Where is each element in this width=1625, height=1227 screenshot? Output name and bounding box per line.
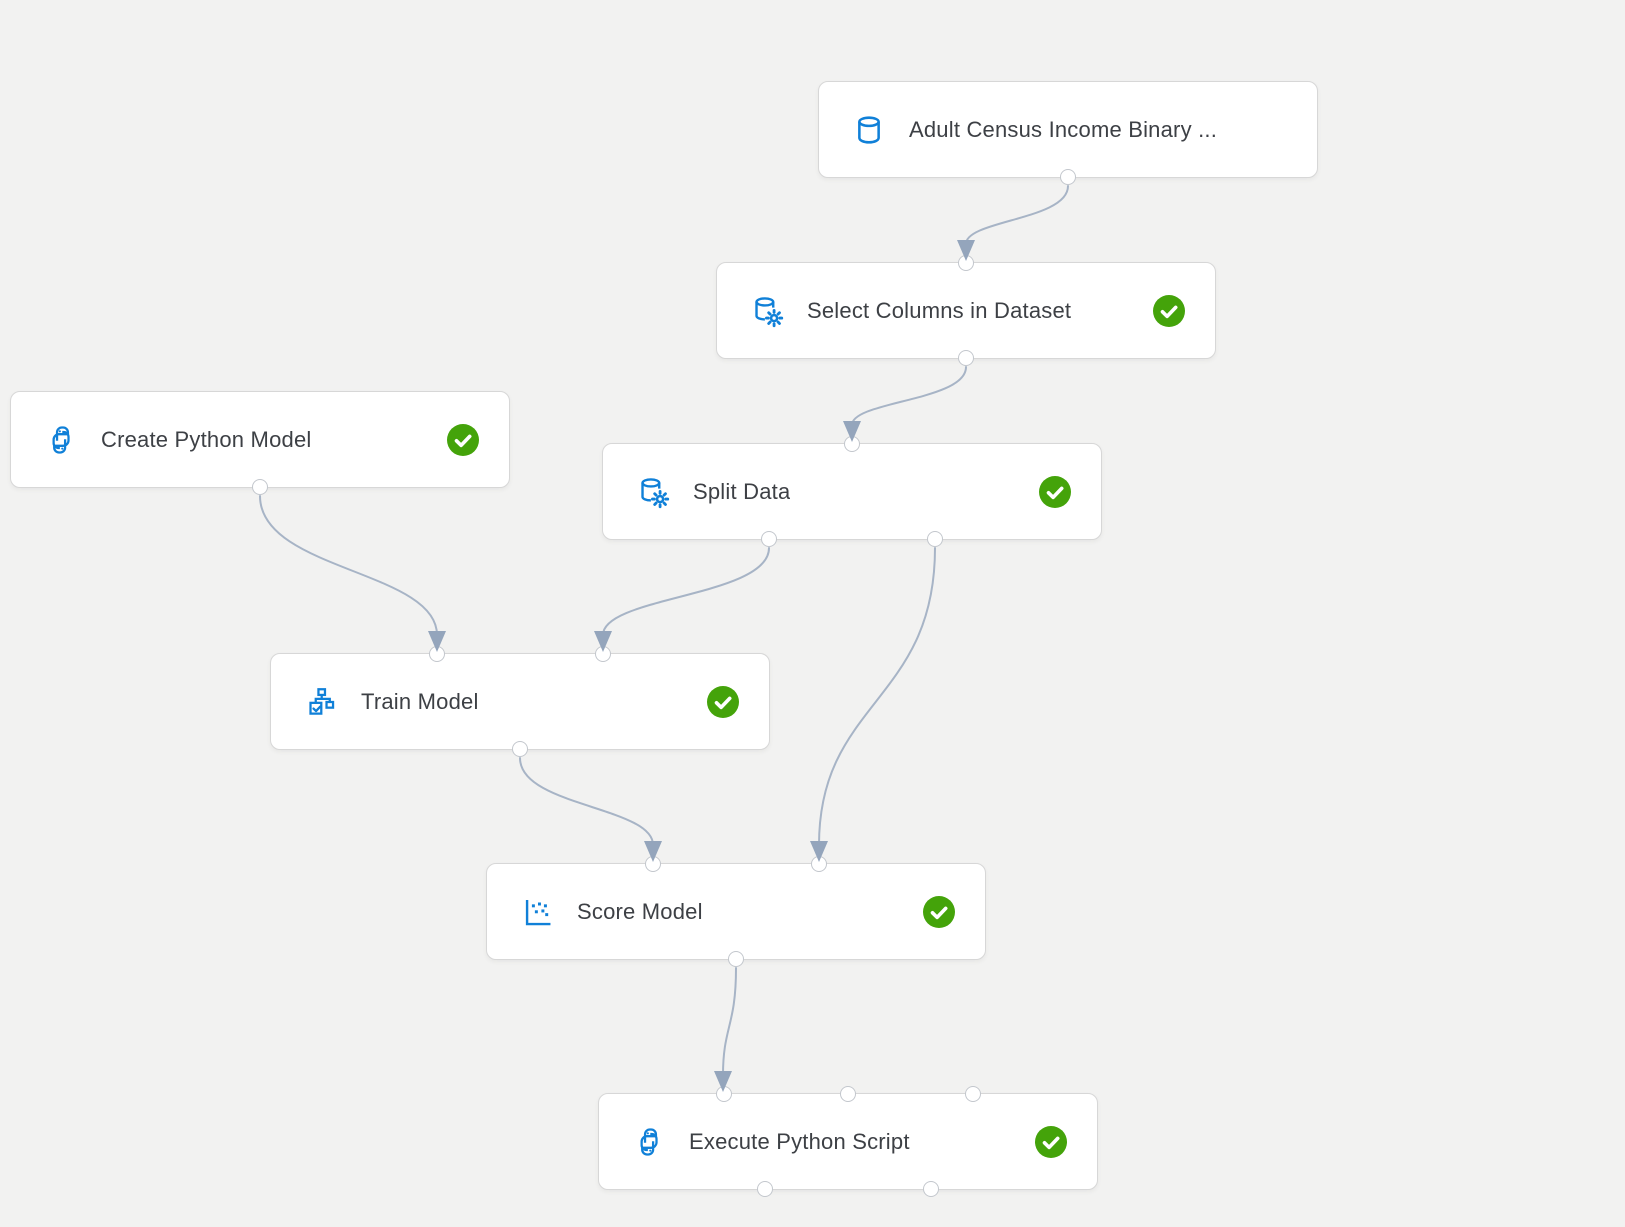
node-label: Select Columns in Dataset (807, 297, 1072, 323)
edge-connector[interactable] (851, 366, 967, 426)
input-port-1[interactable] (428, 646, 445, 662)
node-label: Split Data (693, 478, 791, 504)
node-label: Train Model (361, 688, 479, 714)
edge-connector[interactable] (519, 757, 654, 846)
output-port[interactable] (958, 350, 974, 366)
input-port-1[interactable] (715, 1086, 732, 1102)
node-split-data[interactable]: Split Data (602, 436, 1102, 547)
input-port-3[interactable] (964, 1086, 981, 1102)
output-port-1[interactable] (756, 1181, 773, 1197)
input-port-1[interactable] (644, 856, 661, 872)
edge-connector[interactable] (818, 547, 936, 846)
node-label: Create Python Model (101, 426, 312, 452)
edge-connector[interactable] (965, 185, 1069, 245)
status-success-icon (707, 685, 739, 718)
dataset-icon (852, 113, 886, 147)
node-label: Execute Python Script (689, 1128, 910, 1154)
dataset-gear-icon (636, 475, 670, 509)
node-create-python-model[interactable]: Create Python Model (10, 391, 510, 495)
status-success-icon (923, 895, 955, 928)
node-label: Adult Census Income Binary ... (909, 116, 1218, 142)
node-execute-python-script[interactable]: Execute Python Script (598, 1086, 1098, 1197)
status-success-icon (447, 423, 479, 456)
output-port[interactable] (728, 951, 744, 967)
node-label: Score Model (577, 898, 703, 924)
output-port-1[interactable] (760, 531, 777, 547)
edge-connector[interactable] (722, 967, 737, 1076)
output-port[interactable] (512, 741, 528, 757)
input-port-2[interactable] (840, 1086, 856, 1102)
edge-connector[interactable] (602, 547, 770, 636)
node-score-model[interactable]: Score Model (486, 856, 986, 967)
dataset-gear-icon (750, 294, 784, 328)
python-icon (44, 423, 78, 457)
score-model-icon (520, 895, 554, 929)
status-success-icon (1153, 294, 1185, 327)
output-port-2[interactable] (927, 531, 943, 547)
python-icon (632, 1125, 666, 1159)
train-model-icon (304, 685, 338, 719)
input-port-2[interactable] (595, 646, 611, 662)
status-success-icon (1039, 475, 1071, 508)
input-port[interactable] (844, 436, 860, 452)
node-dataset[interactable]: Adult Census Income Binary ... (818, 81, 1318, 185)
status-success-icon (1035, 1125, 1067, 1158)
output-port-2[interactable] (923, 1181, 939, 1197)
output-port[interactable] (252, 479, 268, 495)
edge-connector[interactable] (259, 495, 438, 636)
output-port[interactable] (1060, 169, 1076, 185)
node-select-columns[interactable]: Select Columns in Dataset (716, 255, 1216, 366)
node-train-model[interactable]: Train Model (270, 646, 770, 757)
input-port[interactable] (958, 255, 974, 271)
input-port-2[interactable] (811, 856, 827, 872)
